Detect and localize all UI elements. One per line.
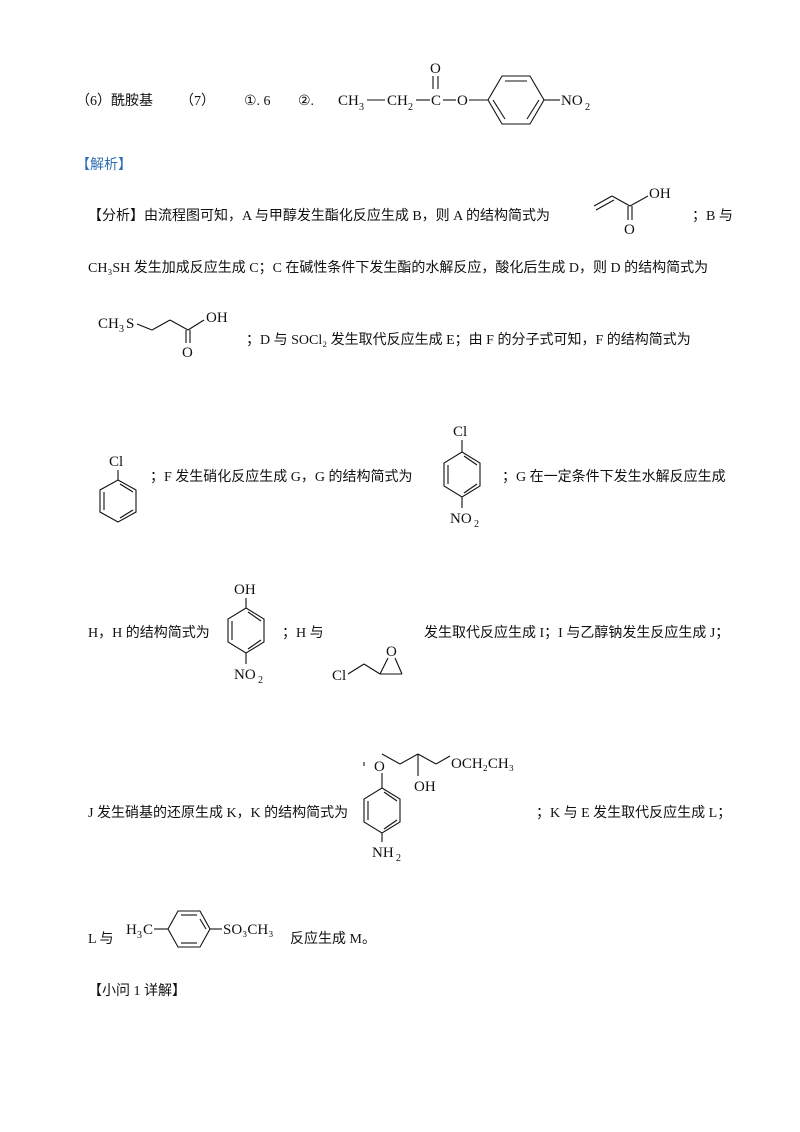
section-heading: 【解析】 [76, 158, 132, 173]
answer-q6: （6）酰胺基 [76, 94, 153, 109]
ch3-label: CH [338, 93, 359, 109]
answer-part-2: ②. [298, 94, 315, 109]
svg-text:NH: NH [372, 845, 394, 861]
analysis-line-3: ；D 与 SOCl₂ 发生取代反应生成 E；由 F 的分子式可知，F 的结构简式… [246, 333, 691, 348]
subquestion-1-heading: 【小问 1 详解】 [88, 984, 186, 999]
svg-text:C: C [143, 922, 153, 938]
svg-text:OH: OH [414, 779, 436, 795]
svg-text:2: 2 [474, 519, 479, 530]
epichlorohydrin-structure: Cl O [332, 644, 403, 684]
answer-part-1: ①. 6 [244, 94, 271, 109]
svg-text:O: O [182, 345, 193, 361]
svg-text:Cl: Cl [332, 668, 346, 684]
analysis-line-5a: H，H 的结构简式为 [88, 626, 210, 641]
svg-text:SO₃CH₃: SO₃CH₃ [223, 922, 273, 938]
svg-text:O: O [430, 61, 441, 77]
svg-text:O: O [457, 93, 468, 109]
svg-text:H: H [126, 922, 137, 938]
analysis-line-1-end: ；B 与 [692, 209, 733, 224]
carbonyl-c: C [431, 93, 441, 109]
svg-text:2: 2 [585, 102, 590, 113]
svg-text:CH: CH [98, 316, 119, 332]
svg-text:OCH₂CH₃: OCH₂CH₃ [451, 756, 514, 772]
nitrophenol-structure: OH NO 2 [227, 582, 265, 686]
svg-text:O: O [624, 222, 635, 238]
thioether-acid-structure: CH 3 S OH O [98, 310, 228, 361]
svg-text:S: S [126, 316, 134, 332]
methyl-tosylate-structure: H 3 C SO₃CH₃ [126, 910, 273, 948]
ch2-label: CH [387, 93, 408, 109]
svg-text:3: 3 [359, 102, 364, 113]
analysis-line-5c: 发生取代反应生成 I；I 与乙醇钠发生反应生成 J； [424, 626, 730, 641]
aminophenyl-ether-structure: OH OCH₂CH₃ O NH 2 [363, 753, 514, 862]
svg-text:NO: NO [234, 667, 256, 683]
analysis-line-6a: J 发生硝基的还原生成 K，K 的结构简式为 [88, 806, 349, 821]
analysis-line-7b: 反应生成 M。 [290, 932, 376, 947]
svg-text:2: 2 [396, 853, 401, 862]
svg-text:OH: OH [649, 186, 671, 202]
svg-text:NO: NO [561, 93, 583, 109]
acrylic-acid-structure: OH O [593, 186, 671, 238]
analysis-line-5b: ；H 与 [282, 626, 324, 641]
svg-text:Cl: Cl [109, 454, 123, 470]
analysis-line-4a: ；F 发生硝化反应生成 G，G 的结构简式为 [150, 470, 413, 485]
svg-text:2: 2 [408, 102, 413, 113]
ester-product-structure: CH 3 CH 2 C O O NO 2 [338, 61, 590, 125]
analysis-line-1: 【分析】由流程图可知，A 与甲醇发生酯化反应生成 B，则 A 的结构简式为 [88, 209, 551, 224]
chlorobenzene-structure: Cl [99, 454, 137, 523]
svg-text:Cl: Cl [453, 424, 467, 440]
svg-text:O: O [374, 759, 385, 775]
svg-text:OH: OH [234, 582, 256, 598]
analysis-line-7a: L 与 [88, 932, 114, 947]
svg-text:O: O [386, 644, 397, 660]
svg-text:NO: NO [450, 511, 472, 527]
svg-text:OH: OH [206, 310, 228, 326]
analysis-line-4b: ；G 在一定条件下发生水解反应生成 [502, 470, 726, 485]
svg-text:3: 3 [137, 930, 142, 941]
chloronitrobenzene-structure: Cl NO 2 [443, 424, 481, 530]
svg-text:3: 3 [119, 324, 124, 335]
analysis-line-6b: ；K 与 E 发生取代反应生成 L； [536, 806, 732, 821]
analysis-line-2: CH₃SH 发生加成反应生成 C；C 在碱性条件下发生酯的水解反应，酸化后生成 … [88, 261, 709, 276]
answer-q7: （7） [180, 94, 215, 109]
svg-text:2: 2 [258, 675, 263, 686]
